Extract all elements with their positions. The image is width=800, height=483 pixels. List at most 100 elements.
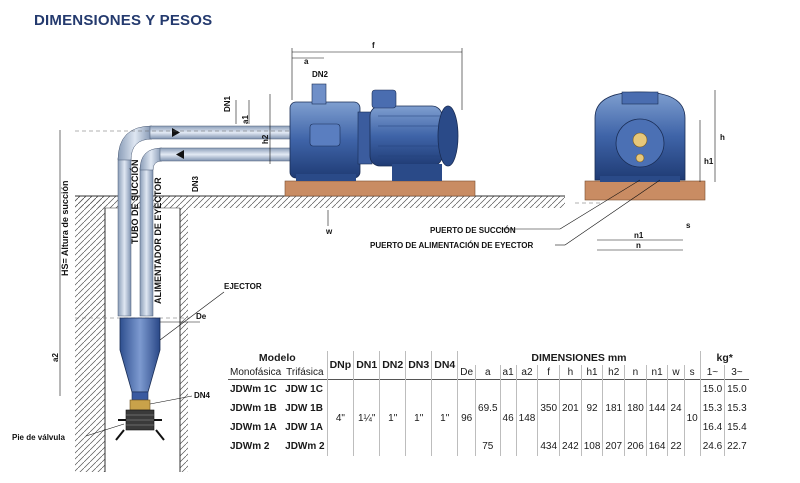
header-dimensiones: DIMENSIONES mm [457, 351, 701, 365]
cell-h: 201 [559, 379, 582, 437]
table-row-mono: JDWm 1C [228, 379, 284, 399]
callout-ejector: EJECTOR [224, 282, 262, 291]
dim-label-h: h [720, 133, 725, 142]
header-kg: kg* [699, 351, 749, 365]
callout-leaders [85, 179, 661, 437]
ejector [119, 317, 161, 401]
header-h2: h2 [602, 365, 625, 380]
dim-label-a: a [304, 57, 309, 66]
dimensions-table: Modelo DNp DN1 DN2 DN3 DN4 DIMENSIONES m… [228, 351, 749, 456]
pipes [117, 125, 296, 317]
cell-w: 24 [667, 379, 685, 437]
header-kg-1: 1~ [699, 365, 725, 380]
cell-n-2: 206 [624, 437, 647, 456]
dim-label-dn3: DN3 [191, 175, 200, 192]
cell-f: 350 [537, 379, 560, 437]
table-row-mono: JDWm 1A [230, 422, 277, 433]
cell-f-2: 434 [537, 437, 560, 456]
dim-label-n: n [636, 241, 641, 250]
dim-label-n1: n1 [634, 231, 644, 240]
header-s: s [683, 365, 701, 380]
header-w: w [667, 365, 685, 380]
callout-puerto-succion: PUERTO DE SUCCIÓN [430, 226, 516, 235]
dim-label-s: s [686, 221, 691, 230]
cell-h1: 92 [580, 379, 603, 437]
cell-de: 96 [457, 379, 476, 456]
label-hs: HS= Altura de succión [60, 181, 70, 276]
cell-kg3: 15.3 [724, 399, 749, 418]
cell-kg3: 15.0 [724, 379, 749, 399]
label-alimentador: ALIMENTADOR DE EYECTOR [153, 177, 163, 304]
dim-label-dn1: DN1 [223, 95, 232, 112]
cell-kg3: 15.4 [724, 418, 749, 437]
callout-puerto-alimentacion: PUERTO DE ALIMENTACIÓN DE EYECTOR [370, 241, 533, 250]
cell-kg3: 22.7 [724, 437, 749, 456]
header-n: n [624, 365, 647, 380]
dim-label-w: w [325, 227, 333, 236]
cell-dn2: 1" [379, 379, 406, 456]
table-row-tri: JDW 1A [285, 422, 323, 433]
dim-label-dn4: DN4 [194, 391, 211, 400]
header-dnp: DNp [326, 351, 354, 380]
dim-label-h1: h1 [704, 157, 714, 166]
dim-label-f: f [372, 41, 375, 50]
dim-label-a2: a2 [51, 353, 60, 362]
page-title: DIMENSIONES Y PESOS [34, 12, 213, 29]
table-row-tri: JDWm 2 [285, 441, 325, 452]
cell-a1: 46 [499, 379, 517, 456]
cell-h2-2: 207 [602, 437, 625, 456]
table-row-tri: JDW 1B [285, 403, 323, 414]
foot-valve [115, 399, 165, 441]
dim-label-h2: h2 [261, 134, 270, 144]
cell-dn4: 1" [431, 379, 458, 456]
cell-kg1: 16.4 [699, 418, 725, 437]
header-dn4: DN4 [431, 351, 458, 380]
header-dn2: DN2 [379, 351, 406, 380]
table-row-tri: JDW 1C [283, 379, 328, 399]
pump-side-view [289, 83, 459, 181]
cell-w-2: 22 [667, 437, 685, 456]
dim-label-de: De [196, 312, 207, 321]
header-de: De [457, 365, 476, 380]
cell-n: 180 [624, 379, 647, 437]
header-a: a [475, 365, 501, 380]
cell-n1-2: 164 [645, 437, 668, 456]
pump-front-view [594, 91, 686, 182]
cell-kg1: 15.0 [699, 379, 725, 399]
cell-dn3: 1" [405, 379, 432, 456]
table-row-mono: JDWm 1B [230, 403, 277, 414]
header-kg-3: 3~ [724, 365, 749, 380]
header-f: f [537, 365, 560, 380]
dim-label-dn2: DN2 [312, 70, 329, 79]
header-a1: a1 [499, 365, 517, 380]
header-modelo: Modelo [258, 352, 296, 364]
header-dn1: DN1 [353, 351, 380, 380]
label-tubo-succion: TUBO DE SUCCIÓN [129, 159, 140, 244]
cell-dnp: 4" [326, 379, 354, 456]
cell-h-2: 242 [559, 437, 582, 456]
cell-kg1: 24.6 [699, 437, 725, 456]
cell-dn1: 1¼" [353, 379, 380, 456]
ground [75, 195, 565, 472]
header-h1: h1 [580, 365, 603, 380]
cell-kg1: 15.3 [699, 399, 725, 418]
cell-a: 69.5 [475, 379, 501, 437]
header-a2: a2 [515, 365, 538, 380]
header-dn3: DN3 [405, 351, 432, 380]
cell-a2: 148 [515, 379, 538, 456]
header-n1: n1 [645, 365, 668, 380]
cell-a-2: 75 [475, 437, 501, 456]
dim-label-a1: a1 [241, 115, 250, 124]
dimension-lines [59, 48, 716, 396]
cell-h1-2: 108 [580, 437, 603, 456]
cell-h2: 181 [602, 379, 625, 437]
header-monofasica: Monofásica [230, 366, 282, 378]
header-h: h [559, 365, 582, 380]
cell-n1: 144 [645, 379, 668, 437]
callout-pie-valvula: Pie de válvula [12, 433, 65, 442]
header-trifasica: Trifásica [286, 366, 324, 378]
table-row-mono: JDWm 2 [230, 441, 270, 452]
cell-s: 10 [683, 379, 701, 456]
pump-base [284, 180, 476, 197]
